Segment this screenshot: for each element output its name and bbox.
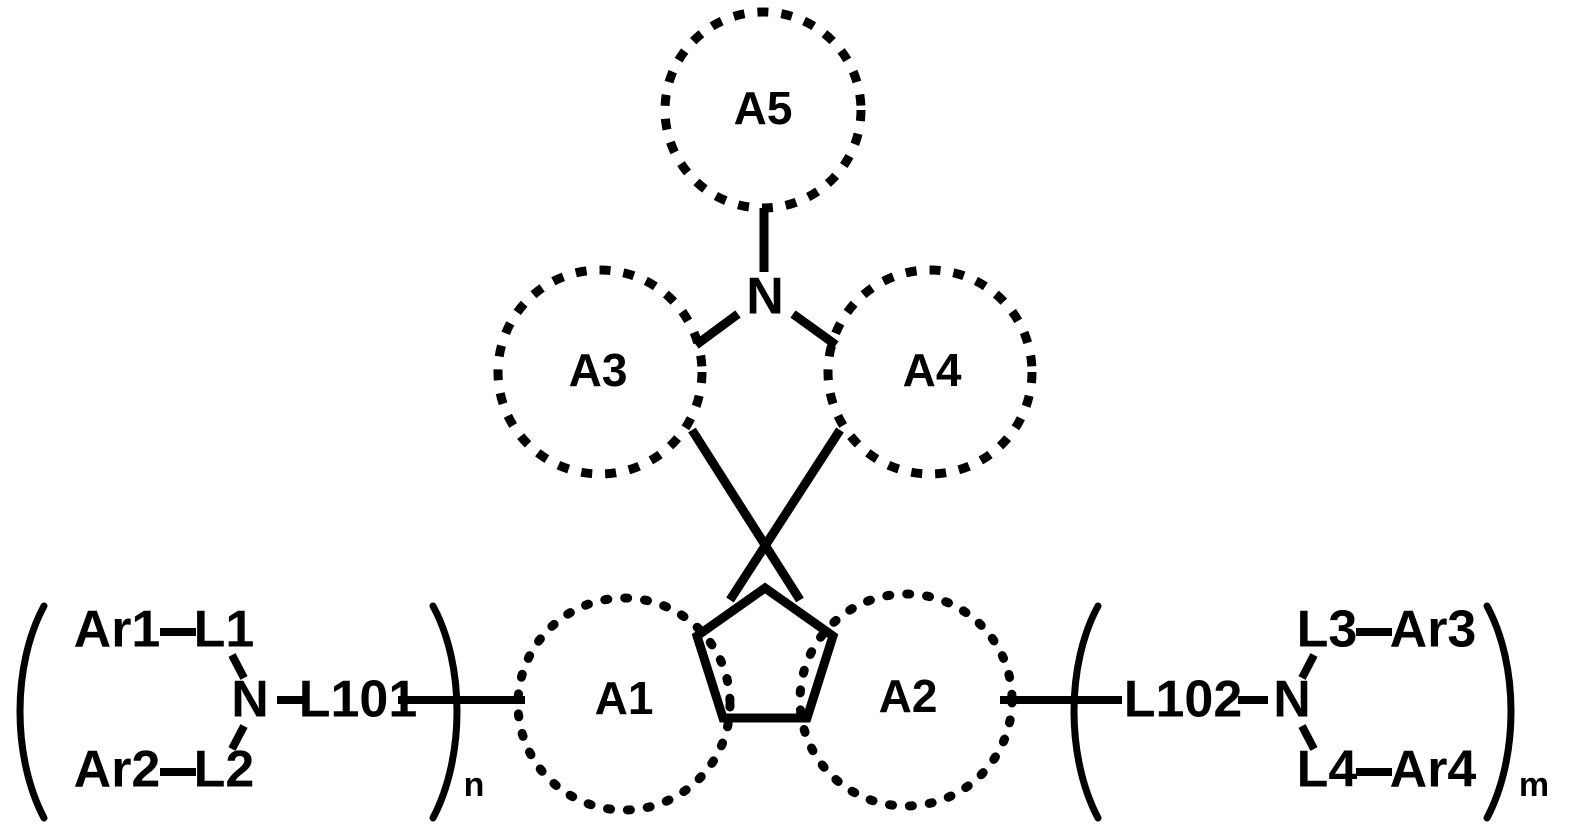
right-group-opening-paren xyxy=(1070,602,1102,822)
ring-a3-circle xyxy=(493,265,707,479)
bond-core-nitrogen-to-a4 xyxy=(790,310,839,349)
left-group-opening-paren xyxy=(16,602,48,822)
left-group-ar2-label: Ar2 xyxy=(74,741,161,799)
left-group-l1-label: L1 xyxy=(194,601,255,659)
ring-a1-label: A1 xyxy=(595,672,654,724)
right-group-closing-paren xyxy=(1483,602,1515,822)
left-group-closing-paren xyxy=(429,602,461,822)
right-group-subscript-m: m xyxy=(1519,766,1549,804)
left-group-ar1-label: Ar1 xyxy=(74,601,161,659)
right-group-l102-label: L102 xyxy=(1124,671,1243,729)
ring-a4-label: A4 xyxy=(903,344,962,396)
left-nitrogen-label: N xyxy=(231,671,269,729)
ring-a4-circle xyxy=(823,265,1037,479)
right-group-l3-label: L3 xyxy=(1297,601,1358,659)
ring-a2-label: A2 xyxy=(879,670,938,722)
right-nitrogen-label: N xyxy=(1273,671,1311,729)
bond-right-nitrogen-to-l4 xyxy=(1298,724,1318,751)
right-group-l4-label: L4 xyxy=(1297,741,1358,799)
bond-l2-to-left-nitrogen xyxy=(228,724,248,751)
bond-right-nitrogen-to-l3 xyxy=(1298,653,1318,680)
bond-l1-to-left-nitrogen xyxy=(228,653,248,680)
right-group-ar4-label: Ar4 xyxy=(1390,741,1477,799)
right-group-ar3-label: Ar3 xyxy=(1390,601,1477,659)
bond-a4-to-spiro-carbon xyxy=(726,427,844,603)
left-group-l101-label: L101 xyxy=(299,671,418,729)
lower-cyclopentane-ring xyxy=(691,582,839,723)
ring-a1-circle xyxy=(513,593,735,815)
bond-a3-to-spiro-carbon xyxy=(688,427,804,603)
left-group-l2-label: L2 xyxy=(194,741,255,799)
bond-core-nitrogen-to-a3 xyxy=(693,310,741,349)
ring-a5-label: A5 xyxy=(734,82,793,134)
ring-a3-label: A3 xyxy=(569,344,628,396)
left-group-subscript-n: n xyxy=(464,766,485,804)
core-nitrogen-label: N xyxy=(746,268,784,326)
